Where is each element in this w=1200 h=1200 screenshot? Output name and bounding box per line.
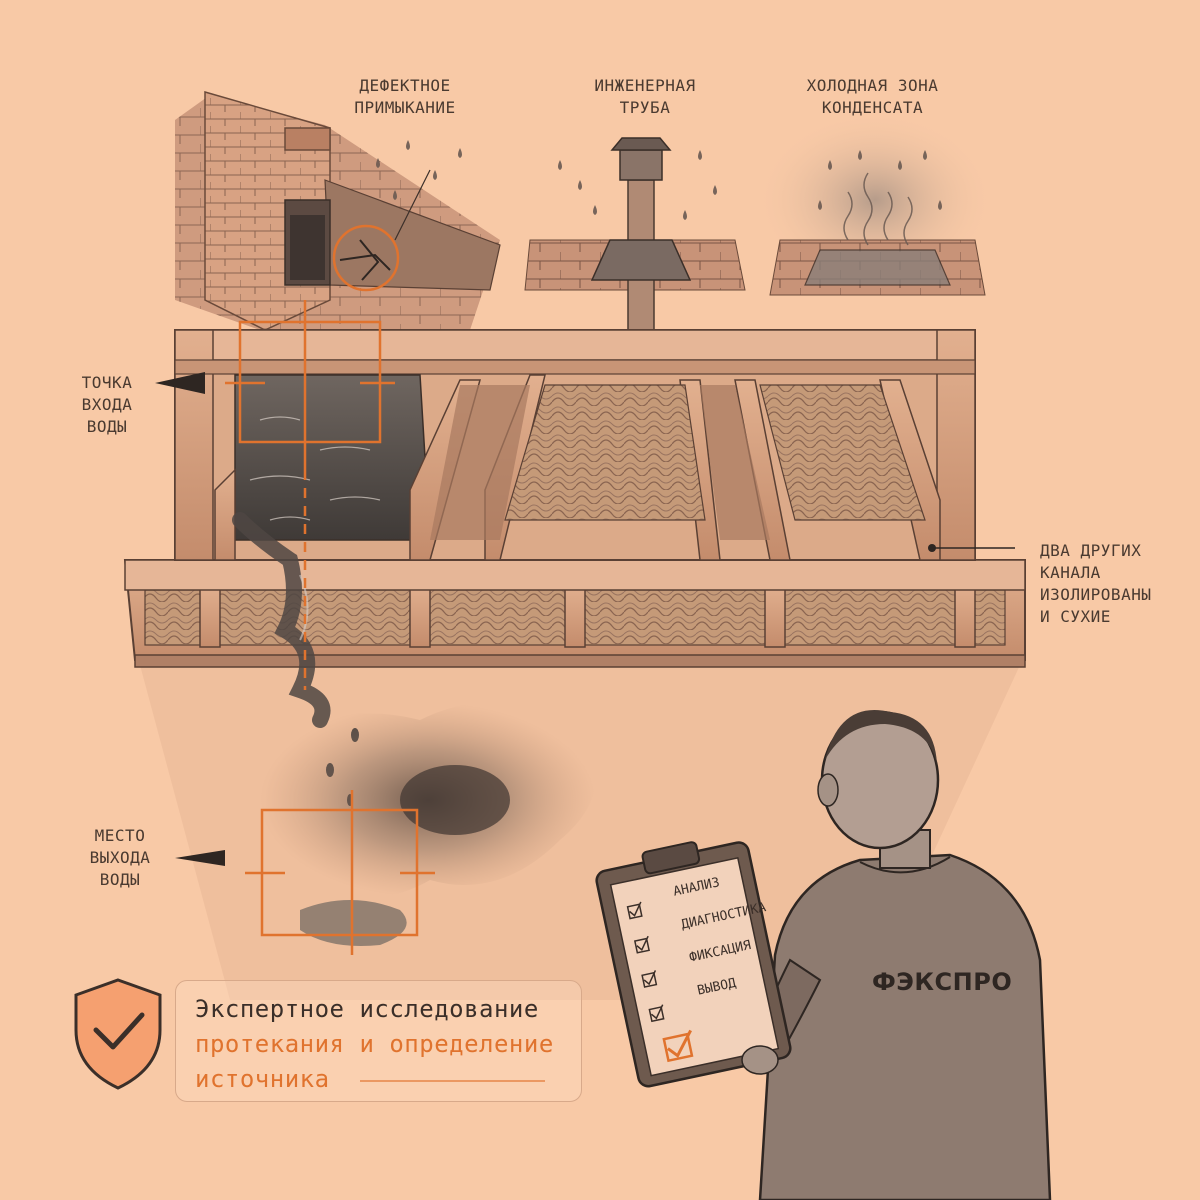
- label-defective-junction: Дефектное примыкание: [330, 75, 480, 119]
- label-cold-zone-line2: конденсата: [821, 98, 924, 117]
- defective-junction-scene: [175, 91, 501, 331]
- label-other-channels-line2: канала: [1040, 563, 1101, 582]
- label-defective-junction-line1: Дефектное: [359, 76, 451, 95]
- label-other-channels-line4: и сухие: [1040, 607, 1111, 626]
- label-engineering-pipe-line2: труба: [619, 98, 671, 117]
- label-water-exit-line2: выхода: [89, 848, 151, 867]
- label-other-channels-line1: Два других: [1040, 541, 1142, 560]
- label-water-entry: Точка входа воды: [62, 372, 152, 438]
- label-water-entry-line2: входа: [81, 395, 133, 414]
- title-line1: Экспертное исследование: [195, 995, 539, 1023]
- label-other-channels: Два других канала изолированы и сухие: [1040, 540, 1190, 628]
- cold-zone-scene: [755, 110, 995, 296]
- jacket-logo: ФЭКСПРО: [872, 968, 1013, 996]
- label-defective-junction-line2: примыкание: [354, 98, 456, 117]
- water-entry-pointer: [155, 372, 205, 394]
- label-water-exit-line1: Место: [94, 826, 146, 845]
- label-engineering-pipe-line1: Инженерная: [594, 76, 696, 95]
- label-water-exit-line3: воды: [99, 870, 141, 889]
- title-panel: [175, 980, 582, 1102]
- water-exit-pointer: [175, 850, 225, 866]
- engineering-pipe-scene: [524, 137, 746, 331]
- title-line2: протекания и определение: [195, 1030, 554, 1058]
- label-cold-zone-line1: Холодная зона: [806, 76, 939, 95]
- label-water-entry-line1: Точка: [81, 373, 133, 392]
- label-engineering-pipe: Инженерная труба: [565, 75, 725, 119]
- label-cold-zone: Холодная зона конденсата: [785, 75, 960, 119]
- water-exit-bracket: [245, 790, 435, 955]
- inspector-figure: [595, 710, 1052, 1200]
- title-line3: источника: [195, 1065, 330, 1093]
- label-water-exit: Место выхода воды: [70, 825, 170, 891]
- shield-check-icon: [74, 978, 162, 1090]
- junction-highlight-circle: [332, 224, 400, 292]
- water-entry-bracket: [225, 300, 395, 690]
- label-other-channels-line3: изолированы: [1040, 585, 1152, 604]
- roof-frame: [123, 329, 1026, 1000]
- label-water-entry-line3: воды: [86, 417, 128, 436]
